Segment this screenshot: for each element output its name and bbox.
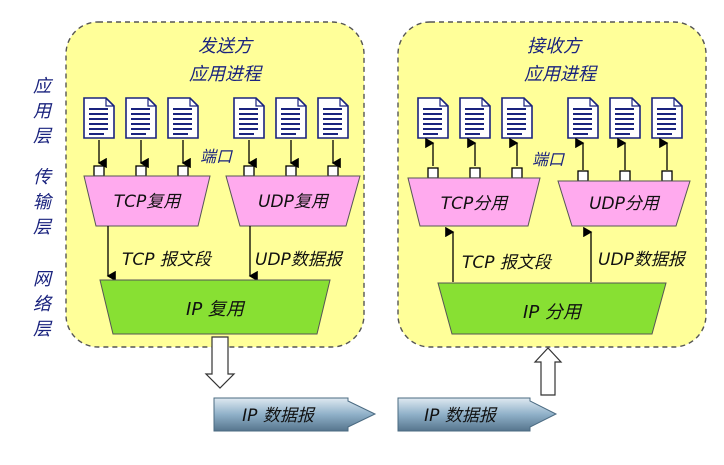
layer-network-char-1: 网 — [33, 269, 53, 290]
sender-tcp-segment-label: TCP 报文段 — [122, 250, 213, 270]
layer-transport-char-2: 输 — [33, 192, 54, 213]
ip-mux-shape — [99, 279, 331, 335]
tcp-mux-label: TCP复用 — [114, 192, 183, 212]
layer-labels: 应 用 层 传 输 层 网 络 层 — [33, 76, 54, 340]
document-icon — [233, 97, 265, 139]
udp-mux-label: UDP复用 — [258, 192, 330, 212]
sender-output-arrow-icon — [204, 336, 236, 389]
packet-arrow-icon — [213, 397, 377, 432]
ip-packet-label-1: IP 数据报 — [242, 406, 316, 426]
tcp-demux-shape — [407, 177, 541, 227]
layer-transport-char-1: 传 — [33, 167, 53, 188]
document-icon — [275, 97, 307, 139]
layer-network-char-2: 络 — [33, 294, 53, 315]
udp-demux-label: UDP分用 — [589, 194, 661, 214]
receiver-input-arrow-icon — [533, 347, 563, 396]
ip-demux-label: IP 分用 — [523, 302, 583, 323]
receiver-tcp-segment-label: TCP 报文段 — [462, 253, 553, 273]
document-icon — [501, 97, 533, 139]
app-to-port-arrows — [97, 140, 341, 169]
layer-app-char-3: 层 — [33, 126, 53, 147]
document-icon — [609, 97, 641, 139]
receiver-app-process: 应用进程 — [524, 64, 598, 85]
sender-host: 发送方 应用进程 端口 TCP复用 — [65, 21, 365, 348]
document-icon — [417, 97, 449, 139]
document-icon — [567, 97, 599, 139]
ip-packet-label-2: IP 数据报 — [424, 406, 498, 426]
packet-arrow-icon — [397, 397, 558, 432]
receiver-port-label: 端口 — [532, 150, 565, 169]
sender-title: 发送方 — [198, 36, 254, 57]
port-to-app-arrows — [425, 137, 669, 170]
document-icon — [167, 97, 199, 139]
ip-demux-shape — [437, 282, 667, 335]
ip-packet-1: IP 数据报 — [213, 397, 377, 432]
document-icon — [317, 97, 349, 139]
document-icon — [459, 97, 491, 139]
receiver-host: 接收方 应用进程 端口 TCP分用 UDP分用 — [397, 21, 707, 348]
layer-app-char-2: 用 — [33, 101, 53, 122]
document-icon — [83, 97, 115, 139]
document-icon — [651, 97, 683, 139]
tcp-demux-label: TCP分用 — [441, 194, 510, 214]
sender-port-label: 端口 — [200, 147, 233, 166]
tcp-mux-shape — [83, 175, 211, 227]
sender-app-process: 应用进程 — [189, 64, 263, 85]
receiver-udp-datagram-label: UDP数据报 — [598, 250, 687, 270]
layer-network-char-3: 层 — [33, 319, 53, 340]
ip-mux-label: IP 复用 — [186, 299, 246, 320]
receiver-title: 接收方 — [527, 36, 583, 57]
document-icon — [125, 97, 157, 139]
udp-demux-shape — [557, 180, 691, 227]
ip-packet-2: IP 数据报 — [397, 397, 558, 432]
udp-mux-shape — [225, 175, 361, 227]
layer-transport-char-3: 层 — [33, 217, 53, 238]
sender-udp-datagram-label: UDP数据报 — [255, 250, 344, 270]
layer-app-char-1: 应 — [33, 76, 54, 97]
